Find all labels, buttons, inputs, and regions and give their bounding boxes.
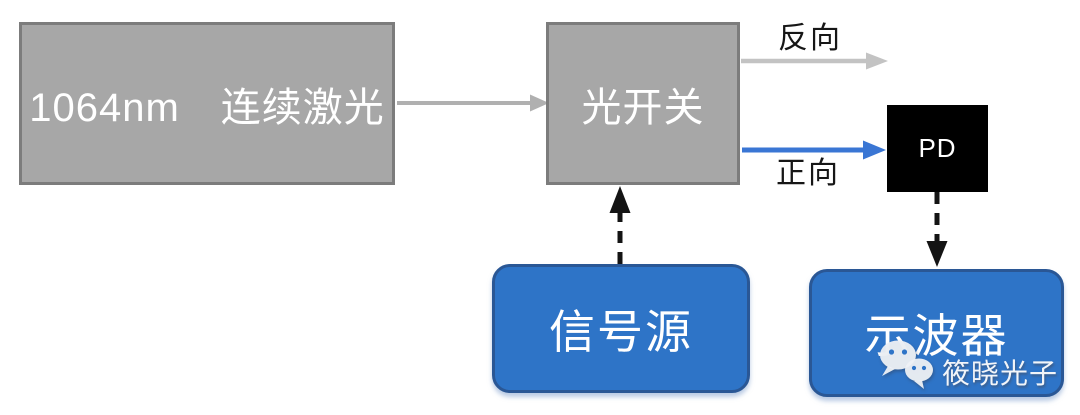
- laser-source-label: 1064nm 连续激光: [29, 85, 385, 130]
- optical-switch-label: 光开关: [581, 85, 705, 130]
- wechat-icon: [880, 340, 933, 389]
- laser-source-box: 1064nm 连续激光: [19, 22, 395, 185]
- oscilloscope-box: 示波器: [809, 269, 1064, 397]
- reverse-direction-label: 反向: [778, 22, 842, 55]
- optical-switch-box: 光开关: [546, 22, 740, 185]
- laser-to-switch-arrow: [397, 94, 549, 112]
- photodetector-box: PD: [887, 105, 988, 192]
- reverse-output-arrow: [741, 52, 888, 70]
- signal-to-switch-dashed-arrow: [609, 186, 631, 264]
- photodetector-label: PD: [918, 133, 957, 163]
- watermark-text: 筱晓光子: [942, 358, 1059, 389]
- forward-direction-label: 正向: [776, 157, 840, 190]
- signal-source-box: 信号源: [492, 264, 750, 393]
- pd-to-scope-dashed-arrow: [926, 192, 948, 267]
- signal-source-label: 信号源: [549, 305, 693, 358]
- watermark: 筱晓光子: [876, 338, 1058, 392]
